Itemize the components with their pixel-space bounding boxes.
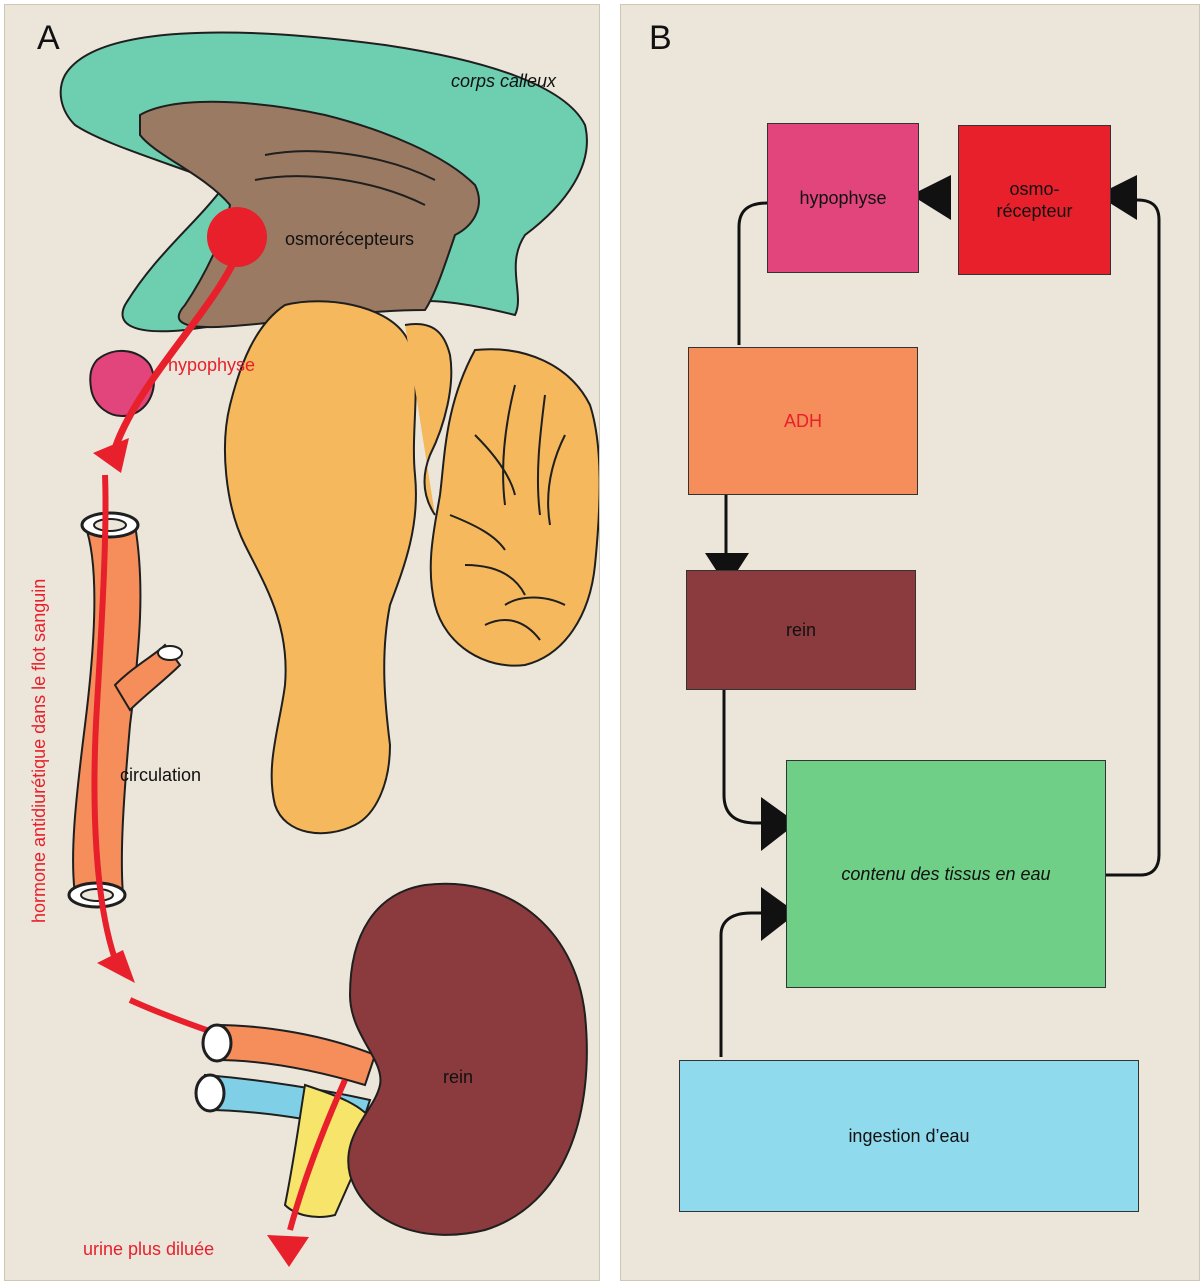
box-hypophyse: hypophyse [767,123,919,273]
label-hypophyse: hypophyse [168,355,255,375]
hypophyse-shape [90,351,154,416]
osmorecepteur-line2: récepteur [996,201,1072,221]
label-flot-sanguin: hormone antidiurétique dans le flot sang… [29,579,49,923]
panel-a-letter: A [37,19,60,58]
kidney-shape [348,884,587,1235]
box-osmorecepteur: osmo- récepteur [958,125,1111,275]
label-circulation: circulation [120,765,201,785]
label-corps-calleux: corps calleux [451,71,557,91]
osmorecepteur-line1: osmo- [1009,179,1059,199]
box-adh-label: ADH [784,410,822,433]
box-adh: ADH [688,347,918,495]
box-rein: rein [686,570,916,690]
label-rein-a: rein [443,1067,473,1087]
box-rein-label: rein [786,619,816,642]
panel-a: corps calleux osmorécepteurs hypophyse h… [4,4,600,1281]
box-hypophyse-label: hypophyse [799,187,886,210]
panel-b: hypophyse osmo- récepteur ADH rein conte… [620,4,1200,1281]
label-osmorecepteurs: osmorécepteurs [285,229,414,249]
label-urine: urine plus diluée [83,1239,214,1259]
box-ingestion: ingestion d’eau [679,1060,1139,1212]
box-contenu: contenu des tissus en eau [786,760,1106,988]
box-osmorecepteur-label: osmo- récepteur [996,178,1072,223]
panel-b-letter: B [649,19,672,58]
box-ingestion-label: ingestion d’eau [848,1125,969,1148]
brainstem-shape [225,301,416,833]
cerebellum-shape [431,349,600,665]
brain-kidney-illustration: corps calleux osmorécepteurs hypophyse h… [5,5,600,1281]
box-contenu-label: contenu des tissus en eau [841,863,1050,886]
